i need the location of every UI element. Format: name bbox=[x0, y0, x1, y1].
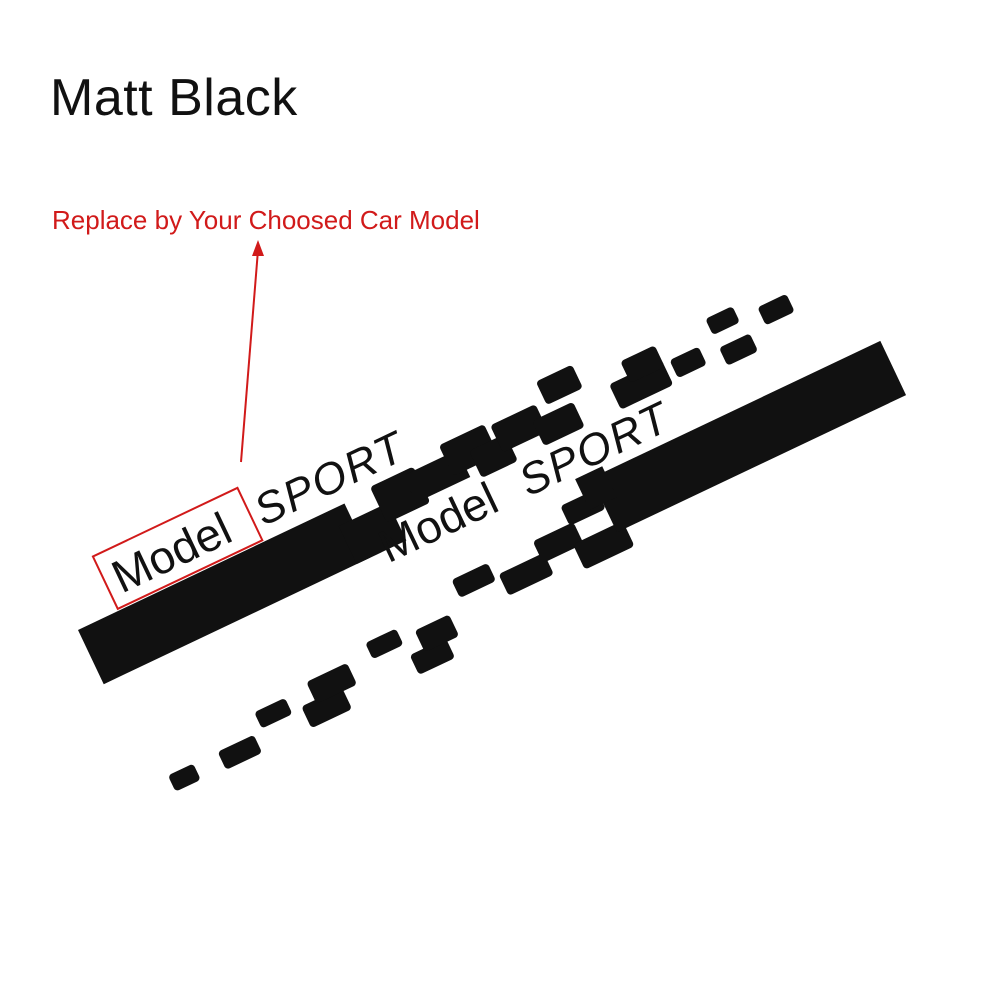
model-highlight-box bbox=[91, 486, 264, 611]
annotation-arrow bbox=[240, 240, 264, 463]
decal-stripe-1: Model SPORT bbox=[78, 295, 794, 685]
color-title: Matt Black bbox=[50, 69, 298, 127]
decal-2-bar bbox=[591, 340, 907, 533]
replace-model-note: Replace by Your Choosed Car Model bbox=[52, 205, 480, 235]
decal-1-bar bbox=[78, 503, 371, 685]
